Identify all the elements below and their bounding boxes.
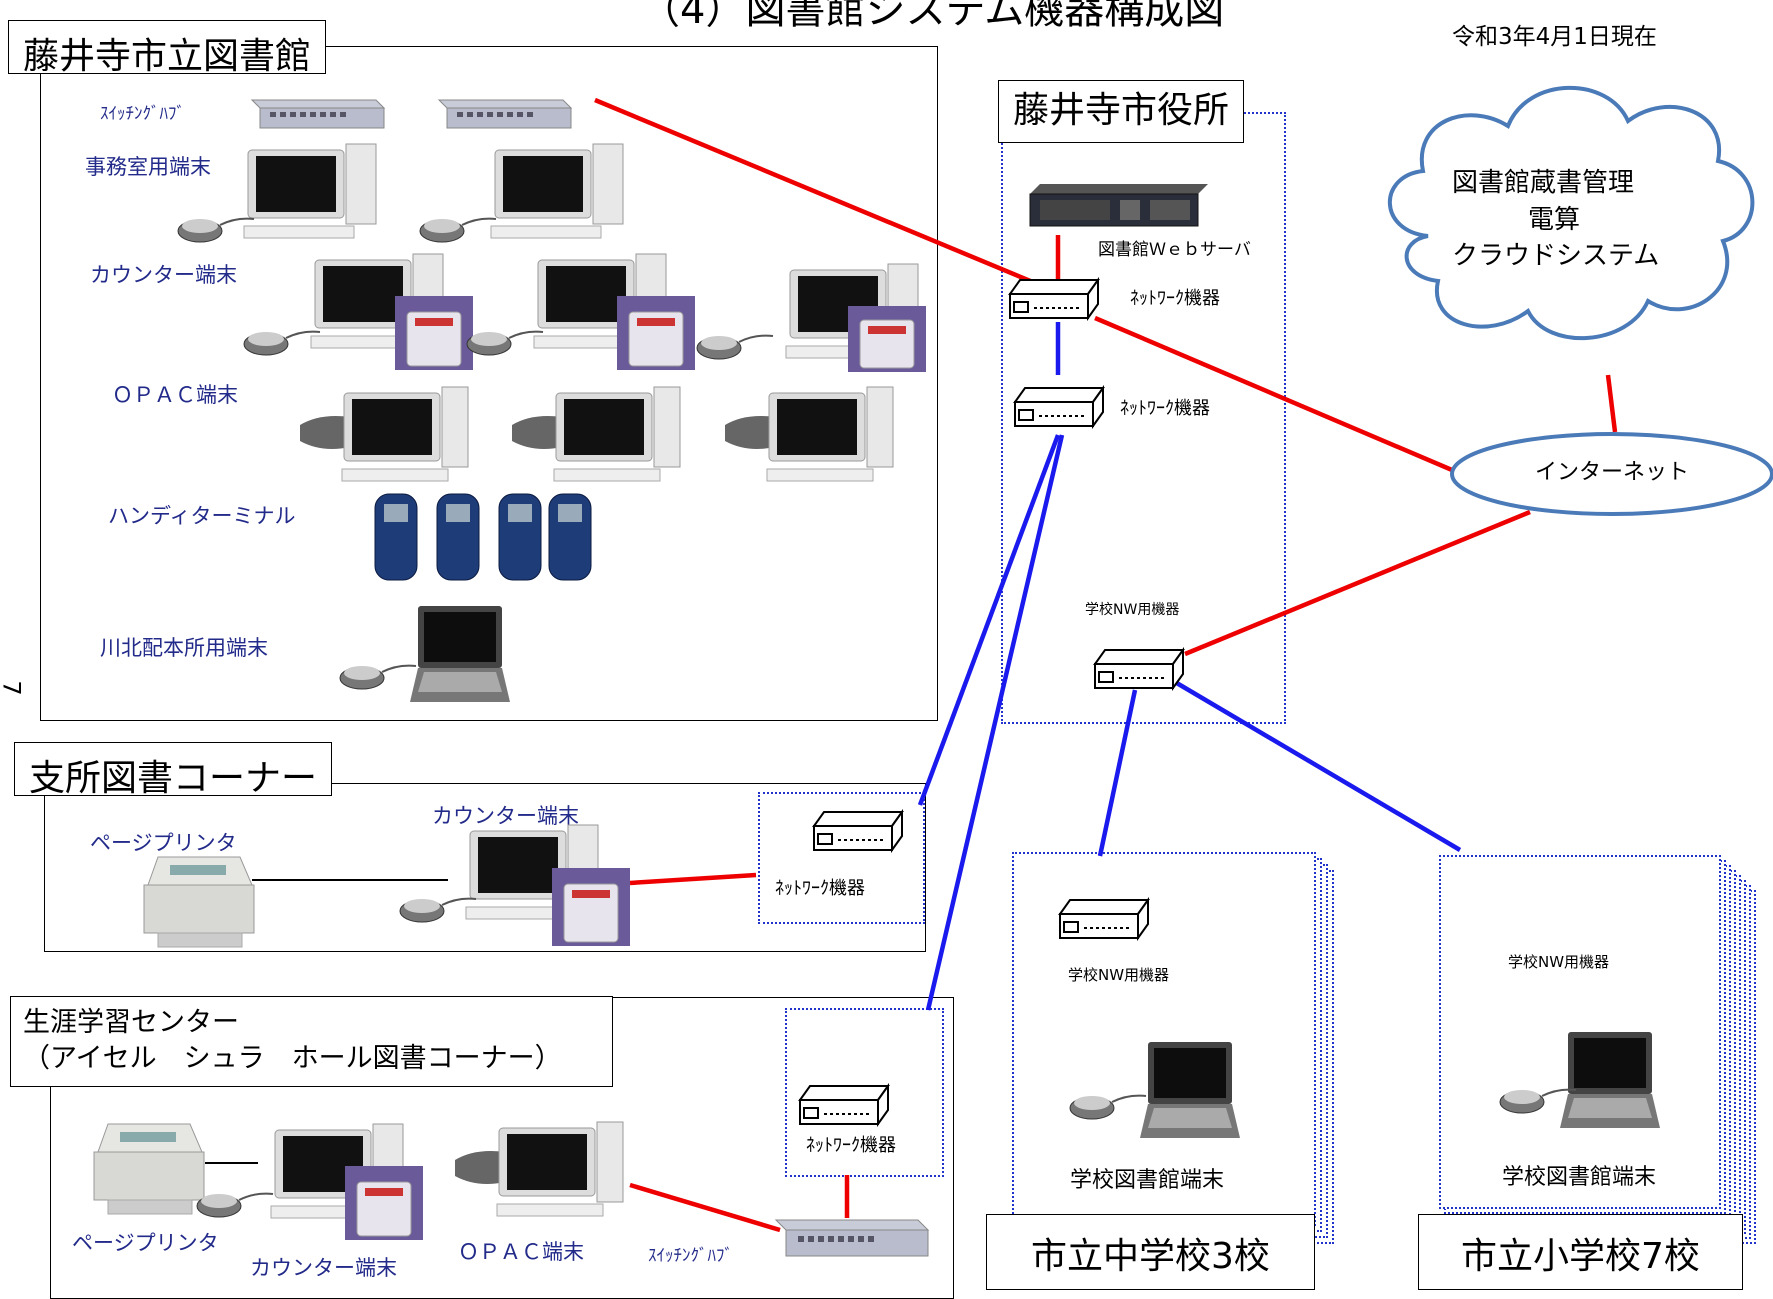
diagram-title: （4）図書館システム機器構成図 <box>640 0 1225 33</box>
page-number: 7 <box>0 680 26 696</box>
lifelong-printer-label: ページプリンタ <box>72 1231 219 1255</box>
branch-network-label: ﾈｯﾄﾜｰｸ機器 <box>775 878 865 899</box>
internet-ellipse-icon <box>1450 432 1773 516</box>
page-printer-icon <box>93 1123 205 1215</box>
barcode-scanner-icon <box>243 330 321 356</box>
laptop-icon <box>1560 1032 1660 1128</box>
cloud-label-line2: 電算 <box>1528 205 1581 235</box>
barcode-scanner-icon <box>177 217 255 243</box>
opac-touch-pc-icon <box>300 386 469 482</box>
elementary-label: 市立小学校7校 <box>1418 1214 1743 1290</box>
elementary-terminal-label: 学校図書館端末 <box>1502 1165 1657 1190</box>
opac-touch-pc-icon <box>512 386 681 482</box>
lifelong-hub-label: ｽｲｯﾁﾝｸﾞﾊﾌﾞ <box>648 1246 733 1266</box>
network-device-icon <box>1058 896 1150 942</box>
elementary-nw-label: 学校NW用機器 <box>1508 953 1610 971</box>
junior-high-nw-label: 学校NW用機器 <box>1068 966 1170 984</box>
cloud-icon <box>1387 85 1755 341</box>
receipt-printer-icon <box>848 306 926 372</box>
branch-counter-label: カウンター端末 <box>432 804 579 828</box>
date-label: 令和3年4月1日現在 <box>1452 24 1657 50</box>
switching-hub-label: ｽｲｯﾁﾝｸﾞﾊﾌﾞ <box>100 104 185 124</box>
kawakita-terminal-label: 川北配本所用端末 <box>100 636 268 660</box>
lifelong-counter-label: カウンター端末 <box>250 1256 397 1280</box>
handy-terminal-label: ハンディターミナル <box>108 504 296 528</box>
city-hall-label: 藤井寺市役所 <box>998 80 1245 143</box>
barcode-scanner-icon <box>1069 1094 1147 1120</box>
barcode-scanner-icon <box>196 1192 274 1218</box>
cloud-label-line3: クラウドシステム <box>1452 241 1660 271</box>
receipt-printer-icon <box>552 868 630 946</box>
branch-printer-label: ページプリンタ <box>90 831 237 855</box>
network-device-2-label: ﾈｯﾄﾜｰｸ機器 <box>1120 398 1210 419</box>
switching-hub-icon <box>774 1219 930 1257</box>
network-device-icon <box>1008 276 1100 322</box>
laptop-icon <box>410 606 510 702</box>
office-terminal-label: 事務室用端末 <box>85 155 211 179</box>
network-device-icon <box>1093 646 1185 692</box>
receipt-printer-icon <box>617 296 695 370</box>
desktop-pc-icon <box>533 253 667 349</box>
switching-hub-icon <box>437 99 573 129</box>
opac-touch-pc-icon <box>725 386 894 482</box>
opac-touch-pc-icon <box>455 1121 624 1217</box>
network-device-icon <box>798 1082 890 1128</box>
receipt-printer-icon <box>395 296 473 370</box>
main-library-label: 藤井寺市立図書館 <box>8 20 327 77</box>
lifelong-label: 生涯学習センター （アイセル シュラ ホール図書コーナー） <box>10 996 613 1087</box>
web-server-label: 図書館Ｗｅｂサーバ <box>1098 240 1251 260</box>
barcode-scanner-icon <box>419 217 497 243</box>
web-server-icon <box>1029 184 1208 227</box>
cloud-label-line1: 図書館蔵書管理 <box>1452 168 1635 198</box>
receipt-printer-icon <box>345 1166 423 1240</box>
lifelong-network-label: ﾈｯﾄﾜｰｸ機器 <box>806 1135 896 1156</box>
network-device-1-label: ﾈｯﾄﾜｰｸ機器 <box>1130 288 1220 309</box>
desktop-pc-icon <box>243 143 377 239</box>
page-printer-icon <box>143 856 255 948</box>
lifelong-label-line2: （アイセル シュラ ホール図書コーナー） <box>23 1043 562 1075</box>
handy-terminal-icon <box>374 493 592 581</box>
barcode-scanner-icon <box>339 664 417 690</box>
school-nw-device-label: 学校NW用機器 <box>1085 602 1180 618</box>
lifelong-label-line1: 生涯学習センター <box>23 1007 239 1038</box>
network-device-icon <box>812 808 904 854</box>
lifelong-opac-label: ＯＰＡＣ端末 <box>458 1240 584 1264</box>
laptop-icon <box>1140 1042 1240 1138</box>
opac-terminal-label: ＯＰＡＣ端末 <box>112 383 238 407</box>
desktop-pc-icon <box>490 143 624 239</box>
internet-label: インターネット <box>1535 460 1690 485</box>
network-device-icon <box>1013 384 1105 430</box>
barcode-scanner-icon <box>696 334 774 360</box>
branch-label: 支所図書コーナー <box>14 742 333 799</box>
barcode-scanner-icon <box>1499 1088 1577 1114</box>
barcode-scanner-icon <box>399 897 477 923</box>
barcode-scanner-icon <box>466 330 544 356</box>
junior-high-terminal-label: 学校図書館端末 <box>1070 1168 1225 1193</box>
counter-terminal-label: カウンター端末 <box>90 263 237 287</box>
junior-high-label: 市立中学校3校 <box>986 1214 1315 1290</box>
switching-hub-icon <box>250 99 386 129</box>
